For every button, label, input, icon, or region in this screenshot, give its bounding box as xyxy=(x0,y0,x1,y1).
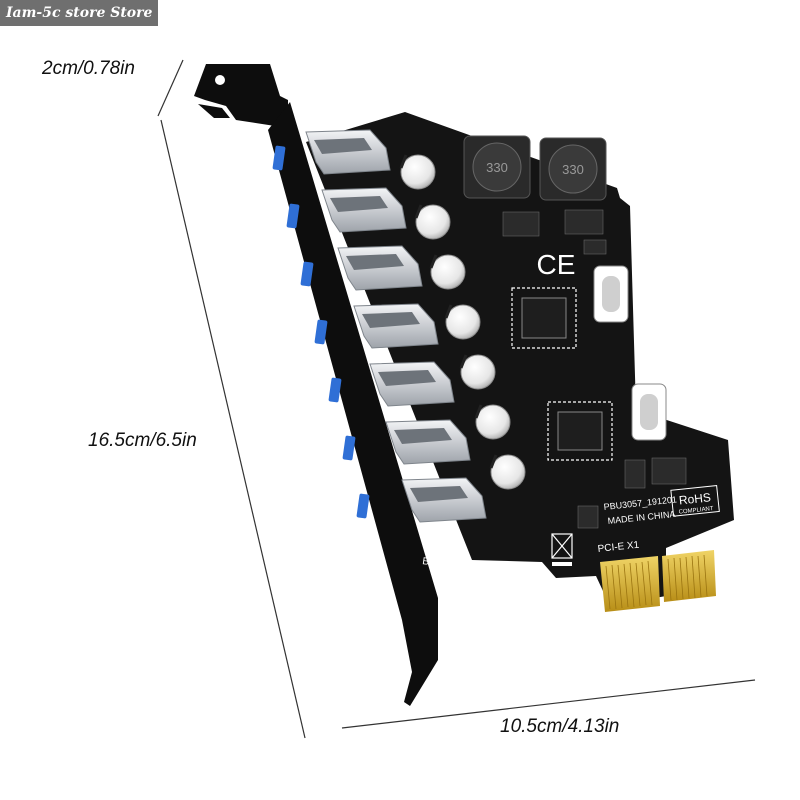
capacitor xyxy=(489,454,526,490)
usb-port xyxy=(401,477,487,523)
crystal-oscillator-upper xyxy=(593,265,629,323)
usb-port xyxy=(321,187,407,233)
bracket-tab xyxy=(194,64,288,128)
rohs-title: RoHS xyxy=(678,490,711,507)
store-watermark: Iam-5c store Store xyxy=(0,0,159,26)
capacitor xyxy=(459,354,496,390)
usb-port-tongue xyxy=(356,493,370,519)
usb-port-tongue xyxy=(314,319,328,345)
bracket-label: B3-7 xyxy=(422,556,445,570)
controller-chip-lower xyxy=(547,401,613,461)
usb-port xyxy=(305,129,391,175)
crystal-oscillator-lower xyxy=(631,383,667,441)
usb-port-tongue xyxy=(342,435,356,461)
usb-port-tongue xyxy=(300,261,314,287)
depth-dimension-line xyxy=(157,59,184,117)
width-dimension-label: 10.5cm/4.13in xyxy=(500,716,620,737)
inductor-right-label: 330 xyxy=(562,162,584,177)
rohs-badge: RoHS COMPLIANT xyxy=(670,485,720,517)
capacitor xyxy=(429,254,466,290)
capacitor xyxy=(399,154,436,190)
controller-chip-upper xyxy=(511,287,577,349)
weee-bin-icon xyxy=(551,533,573,566)
usb-port xyxy=(337,245,423,291)
width-dimension-line xyxy=(341,679,756,729)
smd-components xyxy=(502,209,687,529)
capacitor xyxy=(474,404,511,440)
usb-port xyxy=(385,419,471,465)
usb-port-tongue xyxy=(286,203,300,229)
usb-port-tongue xyxy=(328,377,342,403)
inductor-right: 330 xyxy=(539,137,607,201)
depth-dimension-label: 2cm/0.78in xyxy=(42,58,135,79)
usb-port xyxy=(369,361,455,407)
capacitor xyxy=(444,304,481,340)
usb-port xyxy=(353,303,439,349)
ce-mark: CE xyxy=(537,249,576,280)
rohs-subtitle: COMPLIANT xyxy=(678,506,714,516)
usb-port-tongue xyxy=(272,145,286,171)
metal-bracket xyxy=(268,102,438,706)
height-dimension-line xyxy=(160,119,306,739)
height-dimension-label: 16.5cm/6.5in xyxy=(88,430,197,451)
inductor-left-label: 330 xyxy=(486,160,508,175)
pcie-gold-connector xyxy=(600,550,716,612)
capacitor-array xyxy=(399,154,526,490)
inductor-left: 330 xyxy=(463,135,531,199)
interface-label: PCI-E X1 xyxy=(597,540,640,555)
usb-port-array xyxy=(272,129,487,523)
capacitor xyxy=(414,204,451,240)
